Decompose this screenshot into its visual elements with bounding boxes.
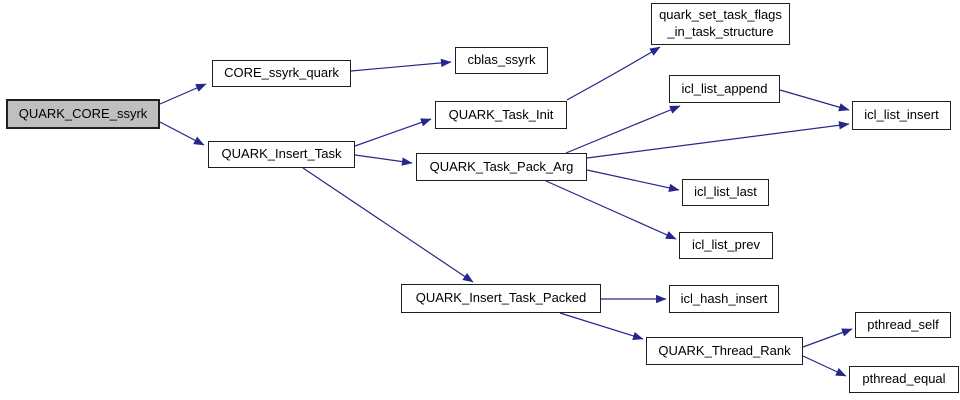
edge-icl-list-append-to-icl-list-insert [779,89,850,112]
node-pthread-equal[interactable]: pthread_equal [849,366,959,393]
edge-quark-insert-task-packed-to-quark-thread-rank [559,312,644,341]
edge-quark-task-pack-arg-to-icl-list-append [565,105,681,154]
node-quark-task-init[interactable]: QUARK_Task_Init [435,101,567,129]
edge-quark-thread-rank-to-pthread-equal [802,355,847,377]
edge-quark-insert-task-to-quark-insert-task-packed [302,167,474,283]
edge-quark-task-init-to-quark-set-task-flags [566,46,661,101]
edge-quark-thread-rank-to-pthread-self [802,328,853,348]
node-cblas-ssyrk[interactable]: cblas_ssyrk [455,47,548,74]
edge-quark-insert-task-to-quark-task-init [354,118,432,147]
node-core-ssyrk-quark[interactable]: CORE_ssyrk_quark [212,60,351,87]
node-quark-insert-task[interactable]: QUARK_Insert_Task [208,141,355,168]
node-icl-list-insert[interactable]: icl_list_insert [852,101,951,130]
node-icl-hash-insert[interactable]: icl_hash_insert [669,285,779,313]
edge-quark-insert-task-to-quark-task-pack-arg [354,154,413,166]
edge-quark-task-pack-arg-to-icl-list-insert [586,121,850,159]
node-quark-task-pack-arg[interactable]: QUARK_Task_Pack_Arg [416,153,587,181]
node-quark-thread-rank[interactable]: QUARK_Thread_Rank [646,337,803,365]
node-icl-list-prev[interactable]: icl_list_prev [679,232,773,259]
edge-quark-core-ssyrk-to-core-ssyrk-quark [159,83,207,105]
node-icl-list-append[interactable]: icl_list_append [669,75,780,103]
node-icl-list-last[interactable]: icl_list_last [682,179,769,206]
edge-core-ssyrk-quark-to-cblas-ssyrk [350,58,452,72]
edge-quark-task-pack-arg-to-icl-list-prev [545,180,677,240]
edge-quark-task-pack-arg-to-icl-list-last [586,169,680,192]
node-quark-core-ssyrk: QUARK_CORE_ssyrk [6,99,160,129]
edge-quark-core-ssyrk-to-quark-insert-task [159,121,205,146]
node-pthread-self[interactable]: pthread_self [855,312,951,338]
node-quark-set-task-flags-in-task-structure[interactable]: quark_set_task_flags _in_task_structure [651,3,790,45]
node-quark-insert-task-packed[interactable]: QUARK_Insert_Task_Packed [401,284,601,313]
